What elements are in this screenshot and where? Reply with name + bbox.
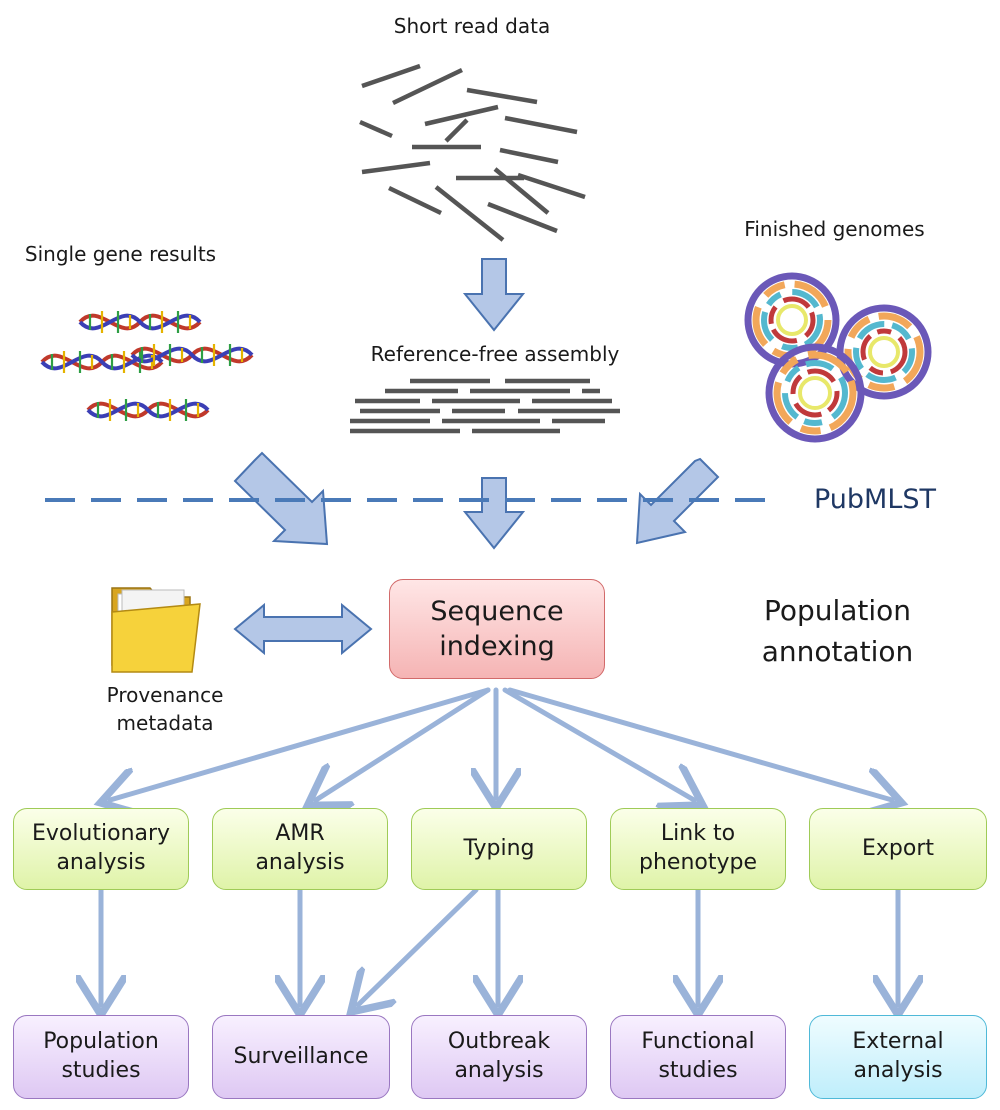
surveillance-label: Surveillance	[233, 1043, 369, 1069]
finished-genomes-label: Finished genomes	[744, 217, 925, 241]
amr-analysis-box: AMR analysis	[212, 808, 388, 890]
outbreak-analysis-box: Outbreak analysis	[411, 1015, 587, 1099]
export-label: Export	[861, 835, 934, 861]
external-analysis-label: External analysis	[852, 1029, 944, 1083]
single-gene-results-label: Single gene results	[24, 242, 217, 266]
population-studies-label: Population studies	[43, 1029, 159, 1083]
short-read-data-label: Short read data	[393, 14, 551, 38]
link-to-phenotype-label: Link to phenotype	[639, 821, 757, 875]
typing-box: Typing	[411, 808, 587, 890]
arrow-reads-to-assembly	[462, 258, 526, 332]
arrow-provenance-indexing	[233, 602, 373, 656]
connector-indexing-amr	[316, 687, 491, 800]
sequence-indexing-box: Sequence indexing	[389, 579, 605, 679]
sequence-indexing-label: Sequence indexing	[430, 595, 564, 662]
functional-studies-box: Functional studies	[610, 1015, 786, 1099]
evolutionary-analysis-box: Evolutionary analysis	[13, 808, 189, 890]
functional-studies-label: Functional studies	[641, 1029, 755, 1083]
population-studies-box: Population studies	[13, 1015, 189, 1099]
folder-icon	[111, 587, 201, 673]
short-reads-icon	[359, 63, 586, 242]
reference-free-assembly-label: Reference-free assembly	[370, 342, 620, 366]
assembly-contigs-icon	[350, 378, 620, 434]
provenance-metadata-label: Provenance metadata	[106, 683, 224, 735]
connector-indexing-export	[507, 687, 892, 800]
amr-analysis-label: AMR analysis	[255, 821, 345, 875]
connector-typing-surveillance	[358, 887, 479, 1005]
genome-circles-icon	[744, 272, 932, 443]
connector-indexing-phenotype	[502, 687, 694, 800]
surveillance-box: Surveillance	[212, 1015, 390, 1099]
export-box: Export	[809, 808, 987, 890]
evolutionary-analysis-label: Evolutionary analysis	[31, 821, 171, 875]
arrow-genomes-to-indexing	[635, 457, 720, 545]
connector-indexing-evolutionary	[110, 687, 491, 800]
connectors	[101, 687, 898, 1005]
population-annotation-label: Population annotation	[761, 594, 914, 669]
external-analysis-box: External analysis	[809, 1015, 987, 1099]
dna-helix-icon	[40, 311, 254, 421]
typing-label: Typing	[463, 835, 535, 861]
link-to-phenotype-box: Link to phenotype	[610, 808, 786, 890]
pubmlst-label: PubMLST	[813, 484, 937, 515]
arrow-assembly-to-indexing	[462, 477, 526, 550]
outbreak-analysis-label: Outbreak analysis	[447, 1029, 551, 1083]
